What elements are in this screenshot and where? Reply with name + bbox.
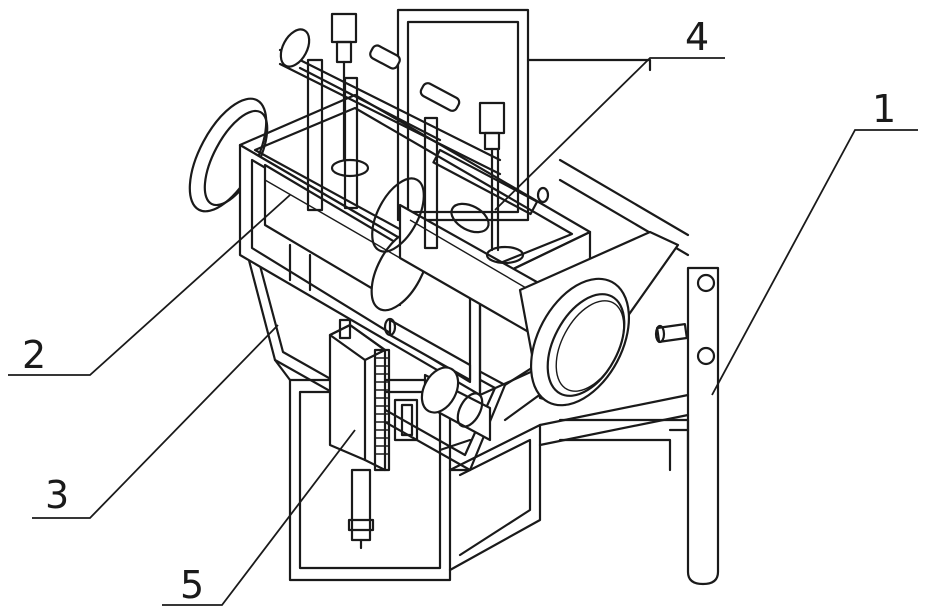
callout-label-3: 3 <box>45 473 69 517</box>
control-box-assembly <box>330 320 417 548</box>
upper-rear-frame <box>398 10 650 220</box>
callout-label-2: 2 <box>22 333 46 377</box>
callout-label-1: 1 <box>872 87 896 131</box>
callout-4: 4 <box>495 15 725 210</box>
callout-label-5: 5 <box>180 563 204 607</box>
right-end-cap <box>511 232 687 422</box>
callout-label-4: 4 <box>685 15 709 59</box>
callout-1: 1 <box>712 87 918 395</box>
callout-3: 3 <box>32 325 278 518</box>
